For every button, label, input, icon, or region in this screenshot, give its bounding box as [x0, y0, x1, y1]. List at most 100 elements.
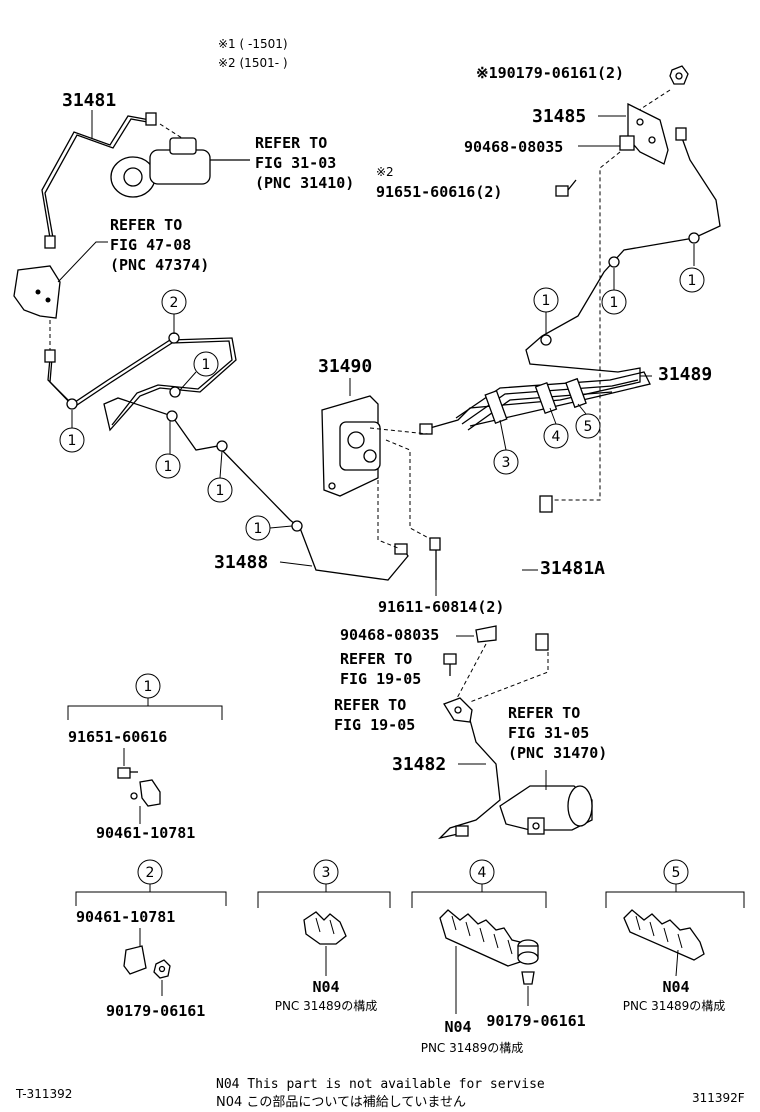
flex-hose-31481A [512, 495, 553, 651]
ref3-line2: FIG 19-05 [340, 670, 421, 688]
footer-note-en: N04 This part is not available for servi… [216, 1077, 545, 1092]
clamp-dot [166, 410, 178, 422]
g2-part-a: 90461-10781 [76, 908, 175, 926]
g5-leader [675, 949, 679, 977]
clamp-dot [608, 256, 620, 268]
svg-text:1: 1 [164, 459, 173, 475]
g4-nut-part: 90179-06161 [486, 1012, 585, 1030]
g4-pnc: PNC 31489の構成 [421, 1041, 524, 1055]
callout-1: 1 [207, 450, 233, 503]
svg-text:1: 1 [254, 521, 263, 537]
hose-bracket [443, 697, 473, 723]
svg-text:5: 5 [672, 865, 681, 881]
group-1-box: 1 [67, 673, 223, 720]
footer-left-id: T-311392 [15, 1087, 72, 1101]
svg-text:4: 4 [478, 865, 487, 881]
g5-pnc: PNC 31489の構成 [623, 999, 726, 1013]
dash-line [469, 652, 549, 703]
label-nut-top: ※190179-06161(2) [476, 64, 624, 82]
dash-line [548, 151, 621, 501]
dash-line [455, 643, 487, 701]
g1-part-a: 91651-60616 [68, 728, 167, 746]
leader-31488 [279, 561, 313, 567]
svg-text:2: 2 [146, 865, 155, 881]
clip-icon [475, 625, 497, 643]
ref5-line3: (PNC 31470) [508, 744, 607, 762]
clamp-dot [688, 232, 700, 244]
clamp-dot [540, 334, 552, 346]
ref2-line2: FIG 47-08 [110, 236, 191, 254]
tube-31488 [47, 337, 409, 581]
g3-clip-icon [303, 911, 347, 945]
clip-icon [619, 135, 635, 151]
ref2-line3: (PNC 47374) [110, 256, 209, 274]
svg-text:3: 3 [322, 865, 331, 881]
mount-bracket [13, 265, 61, 319]
label-31482: 31482 [392, 754, 446, 775]
flare-nut [44, 235, 56, 249]
callout-1: 1 [179, 351, 219, 391]
group-2-box: 2 [75, 859, 227, 906]
clamp-dot [169, 386, 181, 398]
bracket-31485 [627, 102, 669, 165]
dash-line [635, 89, 671, 113]
g3-code: N04 [312, 978, 339, 996]
callout-1: 1 [533, 287, 559, 334]
tube-31481-b [44, 118, 154, 239]
callout-1: 1 [679, 244, 705, 293]
label-31481A: 31481A [540, 558, 605, 579]
g5-clip-icon [623, 909, 705, 961]
tube-31482 [437, 719, 501, 840]
label-31490: 31490 [318, 356, 372, 377]
callout-1: 1 [245, 515, 293, 541]
flare-nut [394, 543, 408, 555]
ref1-line1: REFER TO [255, 134, 327, 152]
callout-1: 1 [59, 410, 85, 453]
svg-text:1: 1 [688, 273, 697, 289]
flare-nut [145, 112, 157, 126]
bolt-icon [443, 653, 457, 676]
tube-bundle-31489 [455, 371, 651, 431]
dash-line [385, 439, 437, 543]
svg-text:1: 1 [542, 293, 551, 309]
svg-text:1: 1 [216, 483, 225, 499]
master-cylinder [110, 137, 250, 198]
bolt-icon [555, 179, 577, 197]
note-2: ※2 (1501- ) [218, 56, 288, 70]
ref2-line1: REFER TO [110, 216, 182, 234]
dash-line [369, 427, 429, 435]
bolt-icon [429, 537, 441, 580]
ref1-line2: FIG 31-03 [255, 154, 336, 172]
g4-code: N04 [444, 1018, 471, 1036]
g2-nut-icon [153, 959, 171, 979]
g2-clamp-icon [123, 945, 147, 975]
g2-part-b: 90179-06161 [106, 1002, 205, 1020]
callout-1: 1 [601, 268, 627, 315]
g4-clip-icon [439, 909, 521, 967]
label-31485: 31485 [532, 106, 586, 127]
g4-nut-icon [517, 939, 539, 985]
svg-text:2: 2 [170, 295, 179, 311]
g3-pnc: PNC 31489の構成 [275, 999, 378, 1013]
actuator-31490 [321, 395, 381, 497]
clamp-dot [216, 440, 228, 452]
group-3-box: 3 [257, 859, 391, 908]
svg-text:1: 1 [610, 295, 619, 311]
note-1: ※1 ( -1501) [218, 37, 288, 51]
group-4-box: 4 [411, 859, 547, 908]
g1-clamp-icon [130, 779, 161, 807]
g5-code: N04 [662, 978, 689, 996]
flare-nut [44, 349, 56, 363]
callout-4: 4 [543, 407, 569, 449]
footer-right-id: 311392F [692, 1091, 745, 1105]
tube-31481 [41, 115, 151, 239]
label-clip-top: 90468-08035 [464, 138, 563, 156]
nut-icon [669, 65, 689, 85]
callout-3: 3 [493, 419, 519, 475]
g1-part-b: 90461-10781 [96, 824, 195, 842]
tube-left-b [49, 340, 233, 426]
ref4-line1: REFER TO [334, 696, 406, 714]
svg-text:1: 1 [144, 679, 153, 695]
